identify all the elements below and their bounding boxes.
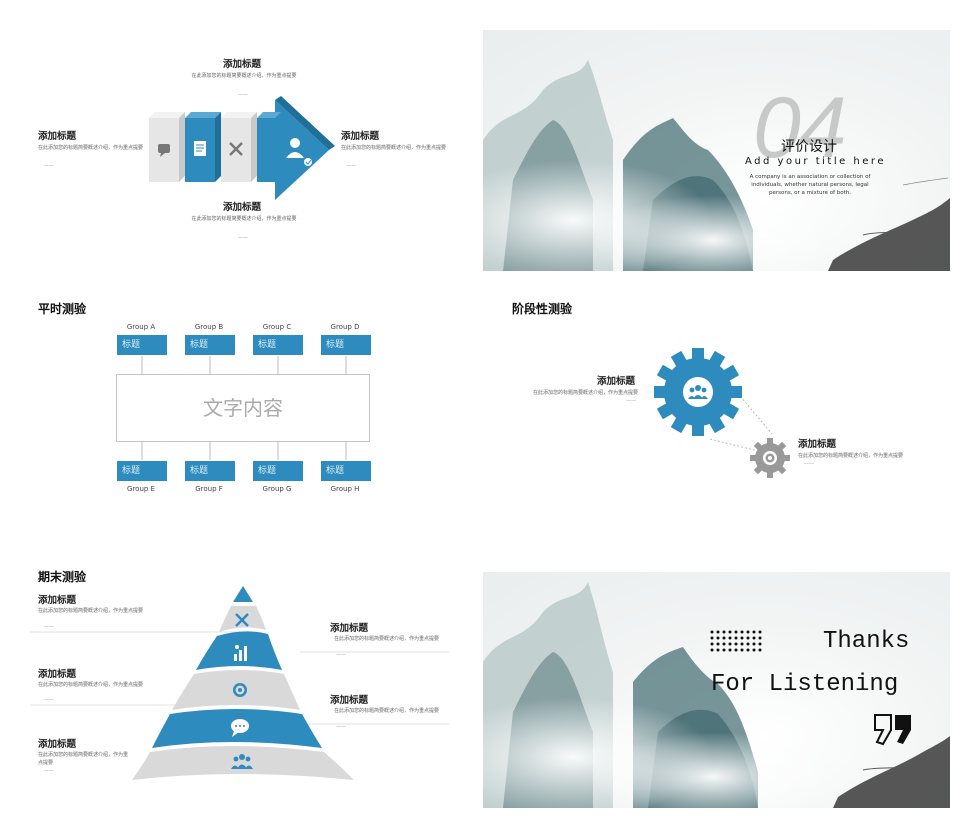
chapter-title: 评价设计 — [781, 139, 837, 155]
right-item-title: 添加标题 — [330, 623, 369, 634]
section-title: 阶段性测验 — [512, 302, 573, 316]
title-box: 标题 — [320, 334, 372, 356]
process-blocks — [149, 96, 335, 200]
large-gear — [654, 348, 742, 436]
chart-icon — [234, 645, 247, 661]
small-gear — [750, 438, 790, 478]
chapter-subtitle: Add your title here — [745, 156, 886, 167]
chat-icon — [231, 719, 249, 737]
title-box: 标题 — [116, 334, 168, 356]
group-label: Group A — [126, 323, 156, 331]
center-box: 文字内容 — [116, 374, 370, 442]
slide-4: 阶段性测验 添加标题 在此添加您的标题简要概述介绍，作为重点提要 —— — [480, 272, 960, 544]
thanks-line2: For Listening — [711, 671, 899, 698]
bottom-dash: —— — [238, 235, 248, 241]
pyramid-diagram — [30, 586, 450, 780]
right-item-dash: —— — [336, 724, 346, 730]
chapter-number: 04 — [753, 80, 847, 176]
left-item-dash: —— — [44, 624, 54, 630]
right-desc: 在此添加您的标题简要概述介绍，作为重点提要 — [341, 145, 447, 151]
right-item-desc: 在此添加您的标题简要概述介绍，作为重点提要 — [334, 708, 440, 714]
bottom-title: 添加标题 — [223, 202, 262, 213]
top-dash: —— — [238, 92, 248, 98]
right-item-desc: 在此添加您的标题简要概述介绍，作为重点提要 — [334, 636, 440, 642]
right-item-title: 添加标题 — [330, 695, 369, 706]
title-box: 标题 — [116, 460, 168, 482]
document-icon — [194, 141, 206, 156]
left-item-dash: —— — [44, 697, 54, 703]
mountain-landscape — [483, 582, 950, 808]
dot-grid — [710, 630, 762, 652]
item1-title: 添加标题 — [597, 376, 636, 387]
quote-icon — [874, 714, 911, 746]
left-title: 添加标题 — [38, 131, 77, 142]
left-item-desc: 在此添加您的标题简要概述介绍，作为重点提要 — [38, 752, 129, 766]
left-item-dash: —— — [44, 768, 54, 774]
team-icon — [688, 385, 708, 399]
slide-2-cover: 04 评价设计 Add your title here A company is… — [483, 30, 950, 271]
title-box: 标题 — [184, 334, 236, 356]
target-icon — [233, 683, 247, 697]
top-title: 添加标题 — [223, 59, 262, 70]
item1-desc: 在此添加您的标题简要概述介绍，作为重点提要 — [532, 390, 638, 396]
target-icon — [763, 451, 777, 465]
user-check-icon — [286, 138, 312, 166]
title-box: 标题 — [320, 460, 372, 482]
left-item-title: 添加标题 — [38, 669, 77, 680]
title-box: 标题 — [184, 460, 236, 482]
title-box: 标题 — [252, 460, 304, 482]
right-dash: —— — [346, 163, 356, 169]
left-item-title: 添加标题 — [38, 739, 77, 750]
item2-desc: 在此添加您的标题简要概述介绍，作为重点提要 — [798, 453, 904, 459]
section-title: 期末测验 — [38, 570, 87, 584]
title-box: 标题 — [252, 334, 304, 356]
slide-1: 添加标题 在此添加您的标题简要概述介绍，作为重点提要 —— 添加标题 在此添加您… — [0, 0, 480, 272]
left-desc: 在此添加您的标题简要概述介绍，作为重点提要 — [38, 145, 144, 151]
group-label: Group H — [330, 485, 360, 493]
gears-diagram — [654, 348, 790, 478]
slide-5: 期末测验 添加标题 在此添加您的标题简要概述介绍，作为重点提要 —— 添加标题 … — [0, 544, 480, 816]
slide-6-thanks: Thanks For Listening — [483, 572, 950, 808]
left-item-desc: 在此添加您的标题简要概述介绍，作为重点提要 — [38, 608, 144, 614]
team-icon — [231, 754, 253, 769]
section-title: 平时测验 — [38, 302, 87, 316]
top-desc: 在此添加您的标题简要概述介绍，作为重点提要 — [191, 73, 297, 79]
slide-3: 平时测验 Group A Group B Group C Group D 标题 … — [0, 272, 480, 544]
tools-icon — [235, 613, 249, 627]
group-label: Group C — [262, 323, 292, 331]
left-item-desc: 在此添加您的标题简要概述介绍，作为重点提要 — [38, 682, 144, 688]
left-dash: —— — [44, 163, 54, 169]
center-text: 文字内容 — [203, 396, 283, 420]
chat-icon — [158, 144, 170, 157]
item2-dash: —— — [804, 461, 814, 467]
group-label: Group F — [195, 485, 223, 493]
connector-lines — [141, 356, 347, 460]
tools-icon — [229, 142, 243, 156]
mountain-landscape — [483, 60, 950, 271]
group-label: Group D — [330, 323, 360, 331]
thanks-line1: Thanks — [823, 628, 910, 655]
item1-dash: —— — [626, 398, 636, 404]
right-item-dash: —— — [336, 652, 346, 658]
chapter-body: A company is an association or collectio… — [749, 174, 871, 196]
bottom-desc: 在此添加您的标题简要概述介绍，作为重点提要 — [191, 216, 297, 222]
right-title: 添加标题 — [341, 131, 380, 142]
item2-title: 添加标题 — [798, 439, 837, 450]
group-label: Group G — [262, 485, 292, 493]
left-item-title: 添加标题 — [38, 595, 77, 606]
group-label: Group E — [127, 485, 155, 493]
group-label: Group B — [194, 323, 224, 331]
